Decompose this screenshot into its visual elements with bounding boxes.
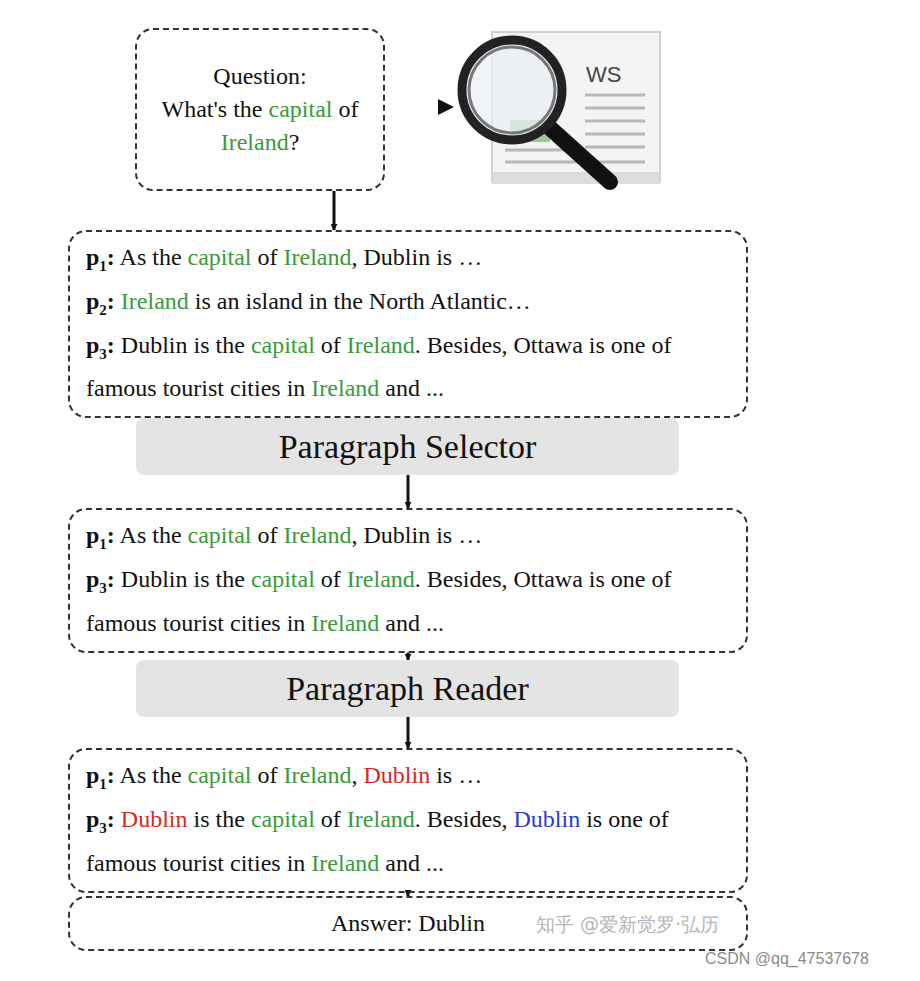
paragraph-text: p2: Ireland is an island in the North At… bbox=[86, 284, 730, 328]
highlighted-word: Ireland bbox=[284, 522, 352, 548]
paragraph-index: 2 bbox=[99, 302, 107, 318]
highlighted-word: Ireland bbox=[311, 375, 379, 401]
paragraph-text: p3: Dublin is the capital of Ireland. Be… bbox=[86, 802, 730, 881]
paragraph-index: 1 bbox=[99, 536, 107, 552]
highlighted-word: Dublin bbox=[513, 806, 580, 832]
paragraph-id: p3: bbox=[86, 566, 115, 592]
watermark: CSDN @qq_47537678 bbox=[705, 950, 869, 968]
highlighted-word: Dublin bbox=[121, 806, 188, 832]
flow-arrow bbox=[407, 717, 410, 748]
paragraph-index: 1 bbox=[99, 258, 107, 274]
paragraph-id: p3: bbox=[86, 806, 115, 832]
arrow-head bbox=[438, 99, 454, 115]
paragraph-id: p3: bbox=[86, 332, 115, 358]
highlighted-word: Ireland bbox=[121, 288, 189, 314]
highlighted-word: Ireland bbox=[221, 129, 289, 155]
flow-arrow bbox=[407, 475, 410, 508]
paragraph-index: 3 bbox=[99, 345, 107, 361]
paragraph-id: p1: bbox=[86, 522, 115, 548]
highlighted-word: capital bbox=[188, 762, 252, 788]
highlighted-word: capital bbox=[251, 566, 315, 592]
paragraph-text: p1: As the capital of Ireland, Dublin is… bbox=[86, 758, 730, 802]
paragraph-index: 1 bbox=[99, 776, 107, 792]
highlighted-word: Ireland bbox=[284, 244, 352, 270]
paragraph-id: p1: bbox=[86, 762, 115, 788]
process-label: Paragraph Reader bbox=[286, 670, 529, 708]
paragraph-box: p1: As the capital of Ireland, Dublin is… bbox=[68, 508, 748, 653]
highlighted-word: capital bbox=[188, 522, 252, 548]
paragraph-text: p1: As the capital of Ireland, Dublin is… bbox=[86, 240, 730, 284]
paragraph-text: p3: Dublin is the capital of Ireland. Be… bbox=[86, 328, 730, 407]
watermark: 知乎 @爱新觉罗·弘历 bbox=[536, 912, 719, 938]
highlighted-word: Dublin bbox=[363, 762, 430, 788]
highlighted-word: Ireland bbox=[347, 332, 415, 358]
highlighted-word: Ireland bbox=[347, 566, 415, 592]
paragraph-box: p1: As the capital of Ireland, Dublin is… bbox=[68, 748, 748, 893]
highlighted-word: capital bbox=[188, 244, 252, 270]
paragraph-box: p1: As the capital of Ireland, Dublin is… bbox=[68, 230, 748, 418]
highlighted-word: Ireland bbox=[284, 762, 352, 788]
paragraph-id: p1: bbox=[86, 244, 115, 270]
highlighted-word: Ireland bbox=[311, 850, 379, 876]
process-label: Paragraph Selector bbox=[279, 428, 537, 466]
paragraph-id: p2: bbox=[86, 288, 115, 314]
paragraph-index: 3 bbox=[99, 820, 107, 836]
process-box: Paragraph Reader bbox=[136, 660, 679, 717]
question-text: Question: bbox=[155, 60, 365, 93]
flow-arrow bbox=[333, 191, 336, 230]
process-box: Paragraph Selector bbox=[136, 418, 679, 475]
flow-arrow bbox=[407, 653, 410, 660]
highlighted-word: capital bbox=[251, 332, 315, 358]
paragraph-text: p3: Dublin is the capital of Ireland. Be… bbox=[86, 562, 730, 641]
icon-text: WS bbox=[586, 62, 621, 88]
question-box: Question:What's the capital of Ireland? bbox=[135, 28, 385, 191]
highlighted-word: capital bbox=[269, 96, 333, 122]
paragraph-text: p1: As the capital of Ireland, Dublin is… bbox=[86, 518, 730, 562]
highlighted-word: Ireland bbox=[311, 610, 379, 636]
paragraph-index: 3 bbox=[99, 580, 107, 596]
highlighted-word: Ireland bbox=[347, 806, 415, 832]
answer-text: Answer: Dublin bbox=[331, 910, 485, 937]
highlighted-word: capital bbox=[251, 806, 315, 832]
magnifier bbox=[462, 40, 610, 182]
question-text: What's the capital of Ireland? bbox=[155, 93, 365, 159]
